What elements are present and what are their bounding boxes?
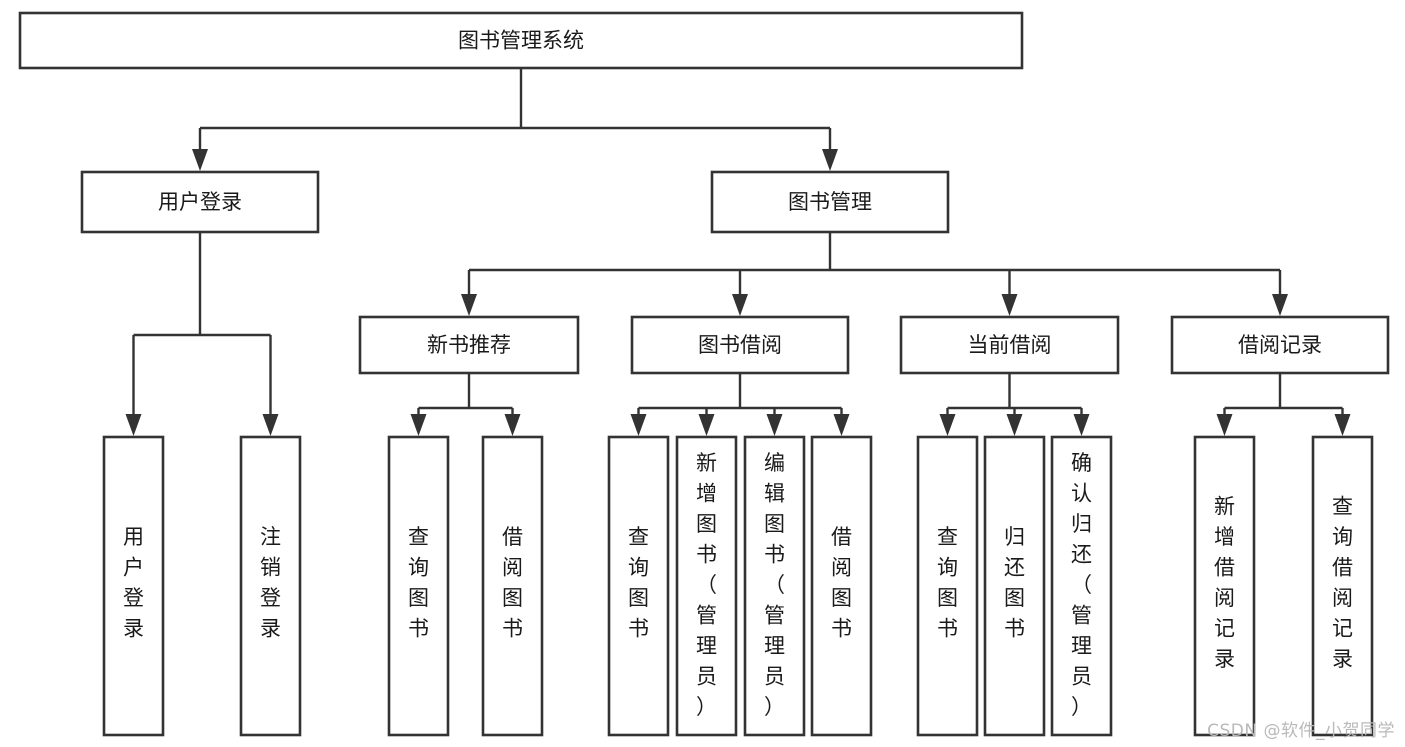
connector-group-root bbox=[192, 68, 838, 171]
node-book-manage[interactable]: 图书管理 bbox=[710, 170, 950, 234]
node-label: 编辑图书（管理员） bbox=[764, 451, 785, 719]
node-leaf-query-book-2[interactable]: 查询图书 bbox=[607, 435, 670, 737]
node-label: 用户登录 bbox=[123, 525, 144, 641]
node-label: 注销登录 bbox=[260, 525, 281, 641]
node-leaf-add-book[interactable]: 新增图书（管理员） bbox=[675, 435, 738, 737]
node-label: 图书管理 bbox=[788, 190, 872, 214]
connector-group-new-book-rec bbox=[410, 373, 521, 436]
node-leaf-borrow-book-2[interactable]: 借阅图书 bbox=[810, 435, 873, 737]
connectors-layer bbox=[125, 68, 1351, 436]
node-leaf-query-record[interactable]: 查询借阅记录 bbox=[1311, 435, 1374, 737]
nodes-layer: 图书管理系统用户登录图书管理新书推荐图书借阅当前借阅借阅记录用户登录注销登录查询… bbox=[18, 11, 1390, 737]
connector-group-book-borrow bbox=[630, 373, 850, 436]
node-label: 图书借阅 bbox=[698, 333, 782, 357]
node-label: 新书推荐 bbox=[427, 333, 511, 357]
node-user-login[interactable]: 用户登录 bbox=[80, 170, 320, 234]
node-leaf-logout[interactable]: 注销登录 bbox=[239, 435, 302, 737]
node-new-book-rec[interactable]: 新书推荐 bbox=[358, 315, 580, 375]
node-leaf-edit-book[interactable]: 编辑图书（管理员） bbox=[743, 435, 806, 737]
connector-group-borrow-record bbox=[1216, 373, 1351, 436]
node-current-borrow[interactable]: 当前借阅 bbox=[899, 315, 1120, 375]
node-label: 确认归还（管理员） bbox=[1071, 451, 1092, 719]
node-label: 借阅图书 bbox=[831, 525, 852, 641]
node-label: 查询借阅记录 bbox=[1332, 495, 1353, 672]
node-borrow-record[interactable]: 借阅记录 bbox=[1170, 315, 1390, 375]
node-label: 当前借阅 bbox=[968, 333, 1052, 357]
node-label: 查询图书 bbox=[628, 525, 649, 641]
node-label: 图书管理系统 bbox=[458, 29, 584, 53]
node-leaf-query-book-3[interactable]: 查询图书 bbox=[916, 435, 979, 737]
node-label: 用户登录 bbox=[158, 190, 242, 214]
node-label: 归还图书 bbox=[1004, 525, 1025, 641]
node-label: 查询图书 bbox=[408, 525, 429, 641]
node-book-borrow[interactable]: 图书借阅 bbox=[630, 315, 850, 375]
connector-group-user-login bbox=[125, 232, 279, 436]
node-leaf-borrow-book-1[interactable]: 借阅图书 bbox=[481, 435, 544, 737]
node-label: 借阅记录 bbox=[1238, 333, 1322, 357]
connector-group-book-manage bbox=[461, 232, 1288, 316]
node-leaf-return-book[interactable]: 归还图书 bbox=[983, 435, 1046, 737]
connector-group-current-borrow bbox=[939, 373, 1090, 436]
node-leaf-add-record[interactable]: 新增借阅记录 bbox=[1193, 435, 1256, 737]
node-label: 借阅图书 bbox=[502, 525, 523, 641]
node-label: 新增图书（管理员） bbox=[696, 451, 717, 719]
node-leaf-confirm-return[interactable]: 确认归还（管理员） bbox=[1050, 435, 1113, 737]
node-label: 查询图书 bbox=[937, 525, 958, 641]
node-leaf-user-login[interactable]: 用户登录 bbox=[102, 435, 165, 737]
node-root[interactable]: 图书管理系统 bbox=[18, 11, 1024, 70]
node-leaf-query-book-1[interactable]: 查询图书 bbox=[387, 435, 450, 737]
node-label: 新增借阅记录 bbox=[1214, 495, 1235, 672]
